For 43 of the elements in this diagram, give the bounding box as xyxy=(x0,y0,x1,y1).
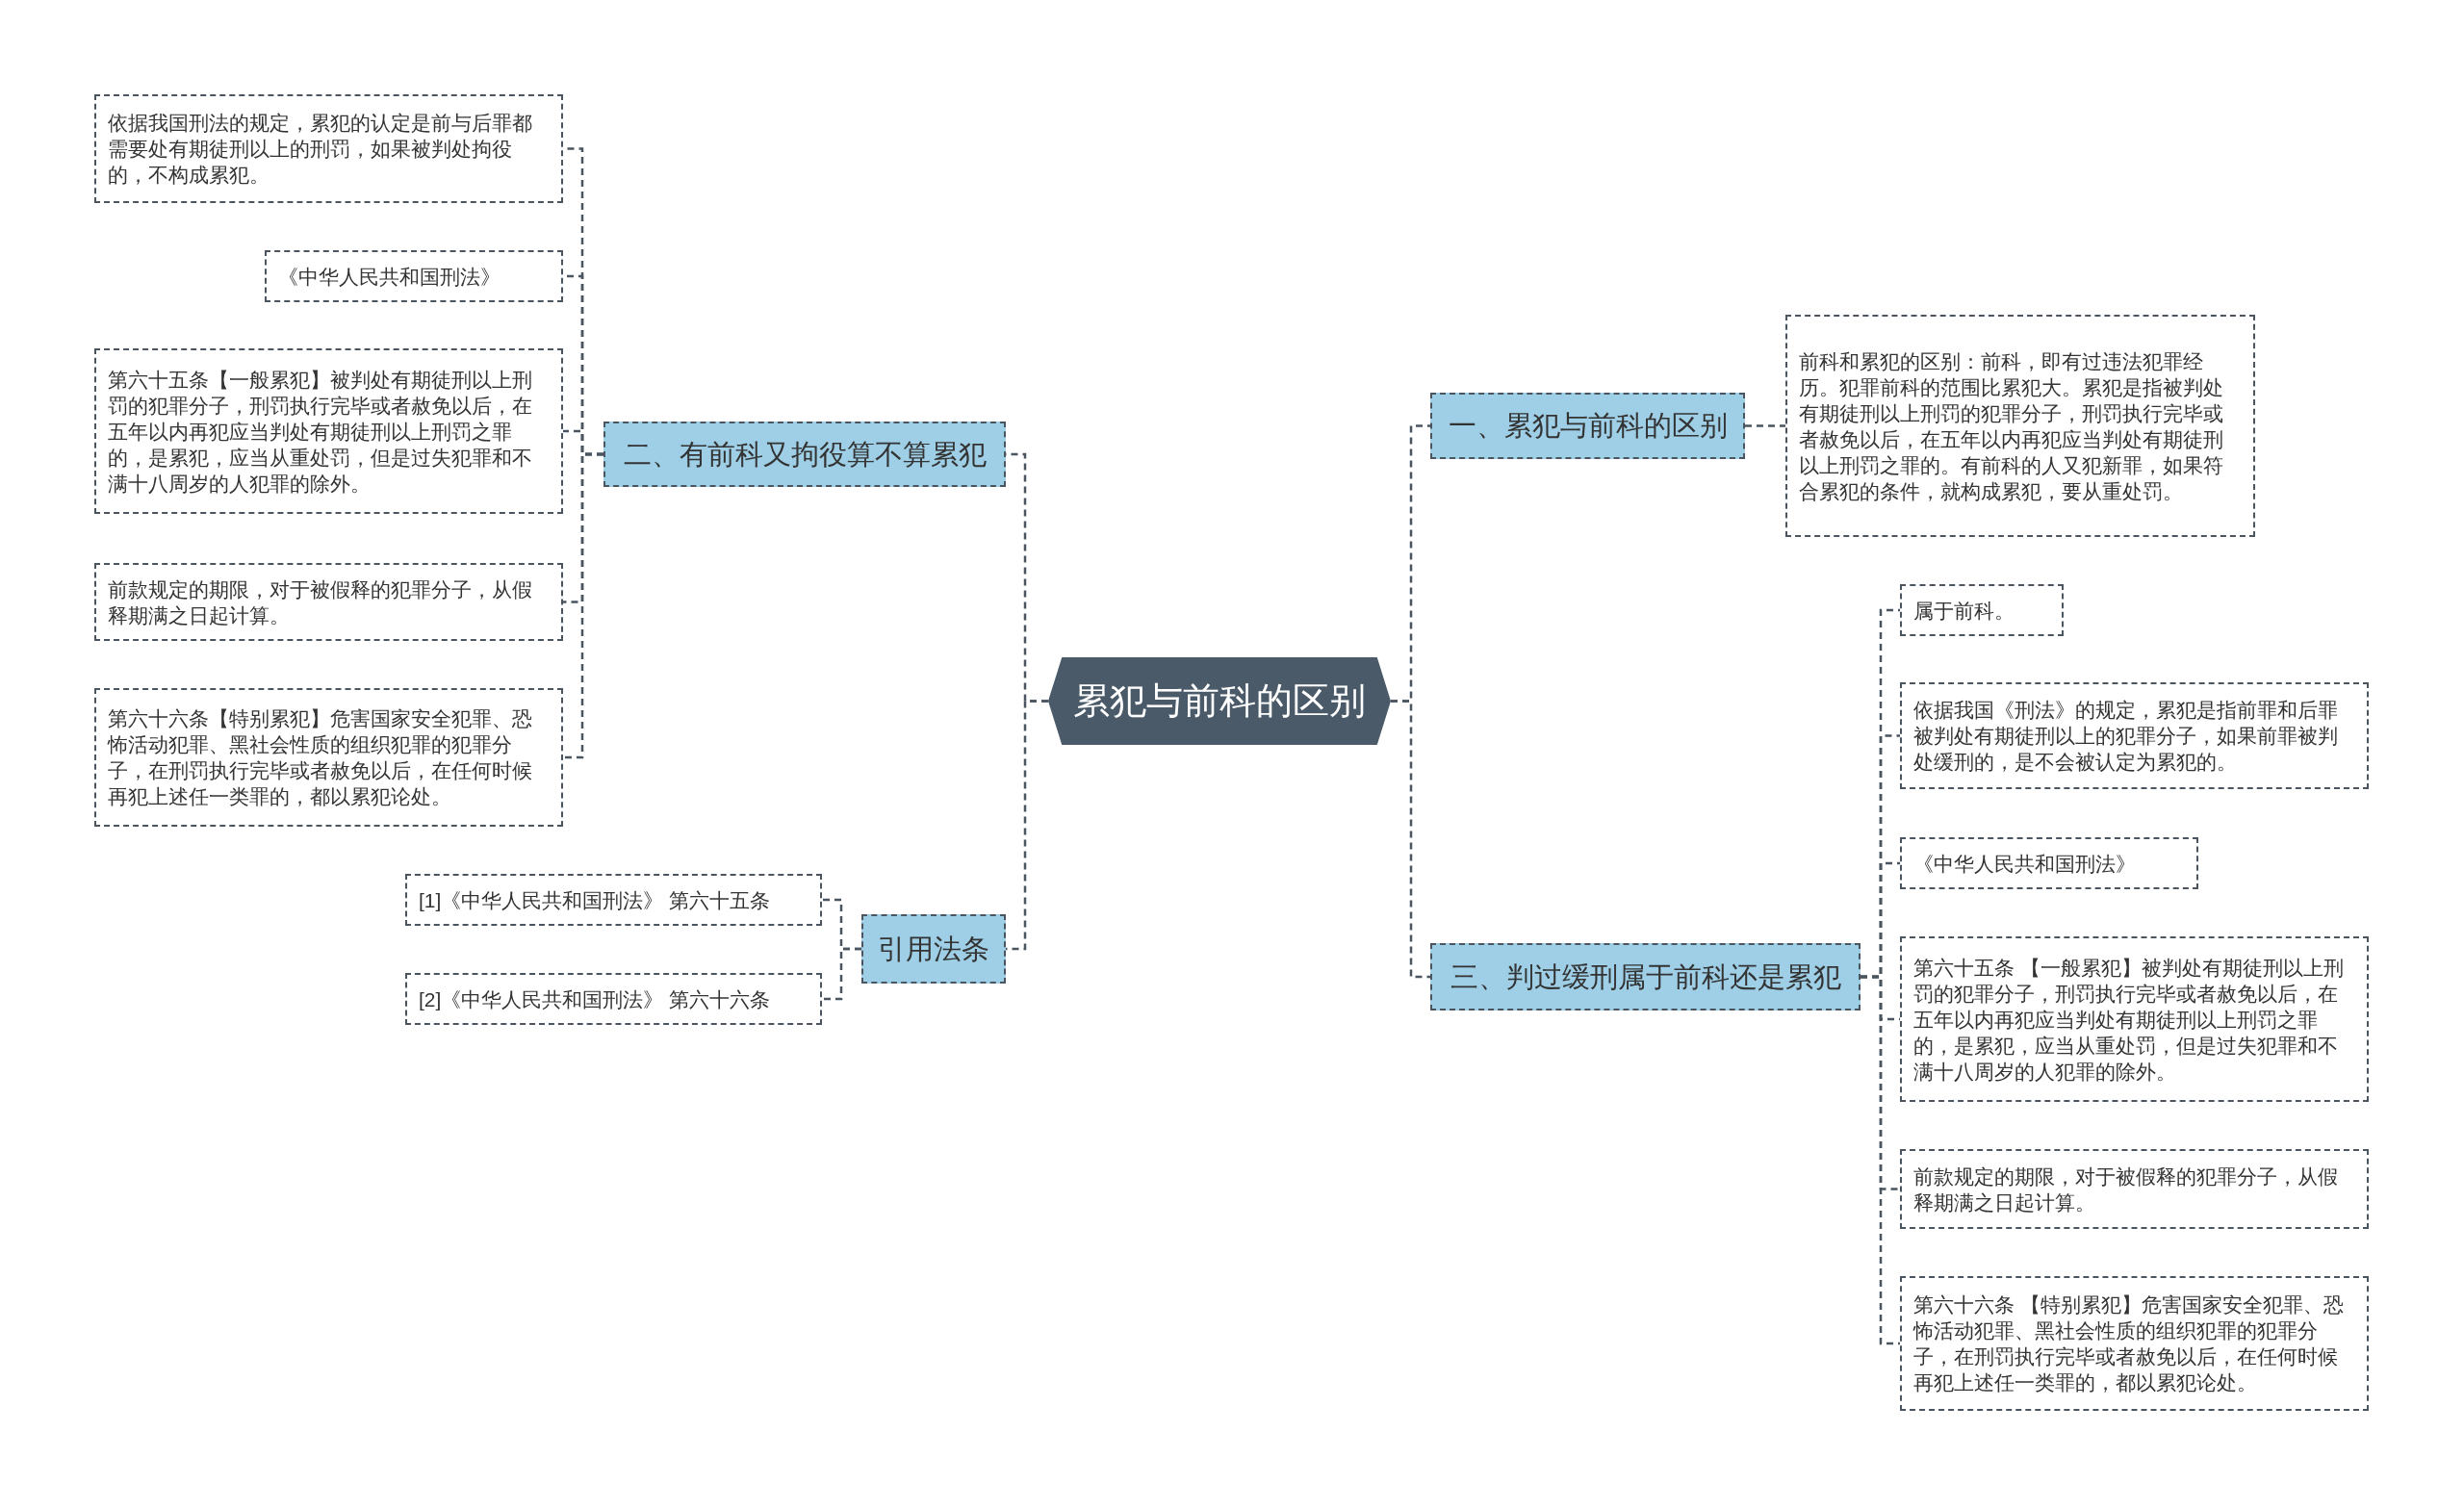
topic-text: 前科和累犯的区别：前科，即有过违法犯罪经历。犯罪前科的范围比累犯大。累犯是指被判处有期徒刑以上刑罚的犯罪分子，刑罚执行完毕或者赦免以后，在五年以内再犯应当判处有期徒刑以上刑罚之罪的。有前科的人又犯新罪，如果符合累犯的条件，就构成累犯，要从重处罚。 xyxy=(1799,348,2224,504)
note-box xyxy=(1785,315,2255,537)
note-box xyxy=(94,94,563,203)
topic-text: 第六十五条【一般累犯】被判处有期徒刑以上刑罚的犯罪分子，刑罚执行完毕或者赦免以后，在五年以内再犯应当判处有期徒刑以上刑罚之罪的，是累犯，应当从重处罚，但是过失犯罪和不满十八周岁的人犯罪的除外。 xyxy=(108,367,533,497)
topic-text: 属于前科。 xyxy=(1913,598,2015,624)
connector-line xyxy=(1391,700,1430,979)
topic-box xyxy=(1430,943,1861,1010)
topic-text: 《中华人民共和国刑法》 xyxy=(1913,851,2136,877)
topic-text: 三、判过缓刑属于前科还是累犯 xyxy=(1450,959,1841,994)
topic-box xyxy=(603,422,1006,487)
note-box xyxy=(94,563,563,641)
topic-text: 二、有前科又拘役算不算累犯 xyxy=(623,437,987,472)
note-box xyxy=(265,250,563,302)
topic-text: 前款规定的期限，对于被假释的犯罪分子，从假释期满之日起计算。 xyxy=(1913,1164,2339,1215)
note-box xyxy=(405,874,822,926)
topic-text: [1]《中华人民共和国刑法》 第六十五条 xyxy=(419,887,771,913)
topic-text: [2]《中华人民共和国刑法》 第六十六条 xyxy=(419,986,771,1012)
note-box xyxy=(94,688,563,827)
note-box xyxy=(1900,1276,2369,1411)
note-box xyxy=(1900,682,2369,789)
note-box xyxy=(405,973,822,1025)
topic-text: 引用法条 xyxy=(878,932,989,966)
topic-text: 依据我国刑法的规定，累犯的认定是前与后罪都需要处有期徒刑以上的刑罚，如果被判处拘役的，不构成累犯。 xyxy=(108,111,533,188)
topic-text: 一、累犯与前科的区别 xyxy=(1448,409,1728,443)
note-box xyxy=(1900,584,2064,636)
topic-text: 第六十六条 【特别累犯】危害国家安全犯罪、恐怖活动犯罪、黑社会性质的组织犯罪的犯罪分子，在刑罚执行完毕或者赦免以后，在任何时候再犯上述任一类罪的，都以累犯论处。 xyxy=(1913,1292,2345,1395)
topic-text: 第六十五条 【一般累犯】被判处有期徒刑以上刑罚的犯罪分子，刑罚执行完毕或者赦免以后，在五年以内再犯应当判处有期徒刑以上刑罚之罪的，是累犯，应当从重处罚，但是过失犯罪和不满十八周岁的人犯罪的除外。 xyxy=(1913,955,2345,1085)
topic-box xyxy=(1430,393,1745,459)
note-box xyxy=(1900,837,2198,889)
topic-text: 《中华人民共和国刑法》 xyxy=(278,264,500,290)
note-box xyxy=(94,348,563,514)
note-box xyxy=(1900,936,2369,1102)
central-topic-hexagon xyxy=(1048,657,1391,745)
topic-text: 第六十六条【特别累犯】危害国家安全犯罪、恐怖活动犯罪、黑社会性质的组织犯罪的犯罪分子，在刑罚执行完毕或者赦免以后，在任何时候再犯上述任一类罪的，都以累犯论处。 xyxy=(108,706,533,809)
connector-line xyxy=(822,947,861,1001)
topic-text: 累犯与前科的区别 xyxy=(1073,678,1366,723)
topic-text: 依据我国《刑法》的规定，累犯是指前罪和后罪被判处有期徒刑以上的犯罪分子，如果前罪被判处缓刑的，是不会被认定为累犯的。 xyxy=(1913,698,2339,775)
connector-line xyxy=(563,452,603,759)
topic-text: 前款规定的期限，对于被假释的犯罪分子，从假释期满之日起计算。 xyxy=(108,576,533,628)
note-box xyxy=(1900,1149,2369,1229)
topic-box xyxy=(861,914,1006,984)
connector-line xyxy=(1861,975,1900,1345)
connector-line xyxy=(1745,424,1785,427)
